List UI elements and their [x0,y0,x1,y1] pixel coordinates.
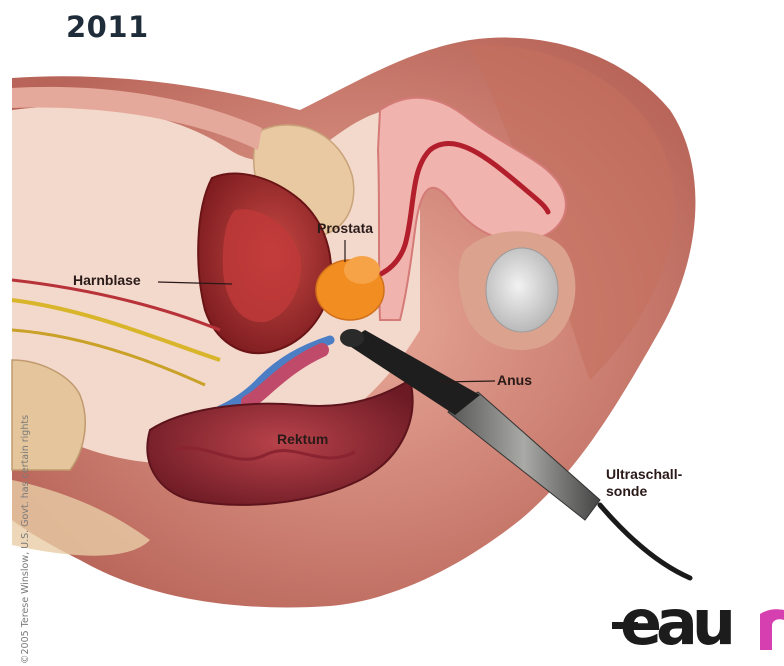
label-prostata: Prostata [317,220,373,236]
testis [486,248,558,332]
label-harnblase: Harnblase [73,272,141,288]
label-ultraschallsonde: Ultraschall- sonde [606,466,682,500]
copyright-notice: ©2005 Terese Winslow, U.S. Govt. has cer… [20,394,31,664]
probe-cable [600,505,690,578]
label-rektum: Rektum [277,431,328,447]
probe-tip [340,329,364,347]
prostate-lobe [344,256,380,284]
label-anus: Anus [497,372,532,388]
svg-text:eau: eau [620,592,731,658]
eau-logo: eau [612,592,784,658]
eau-logo-mark: eau [612,592,784,658]
year-label: 2011 [66,10,149,44]
